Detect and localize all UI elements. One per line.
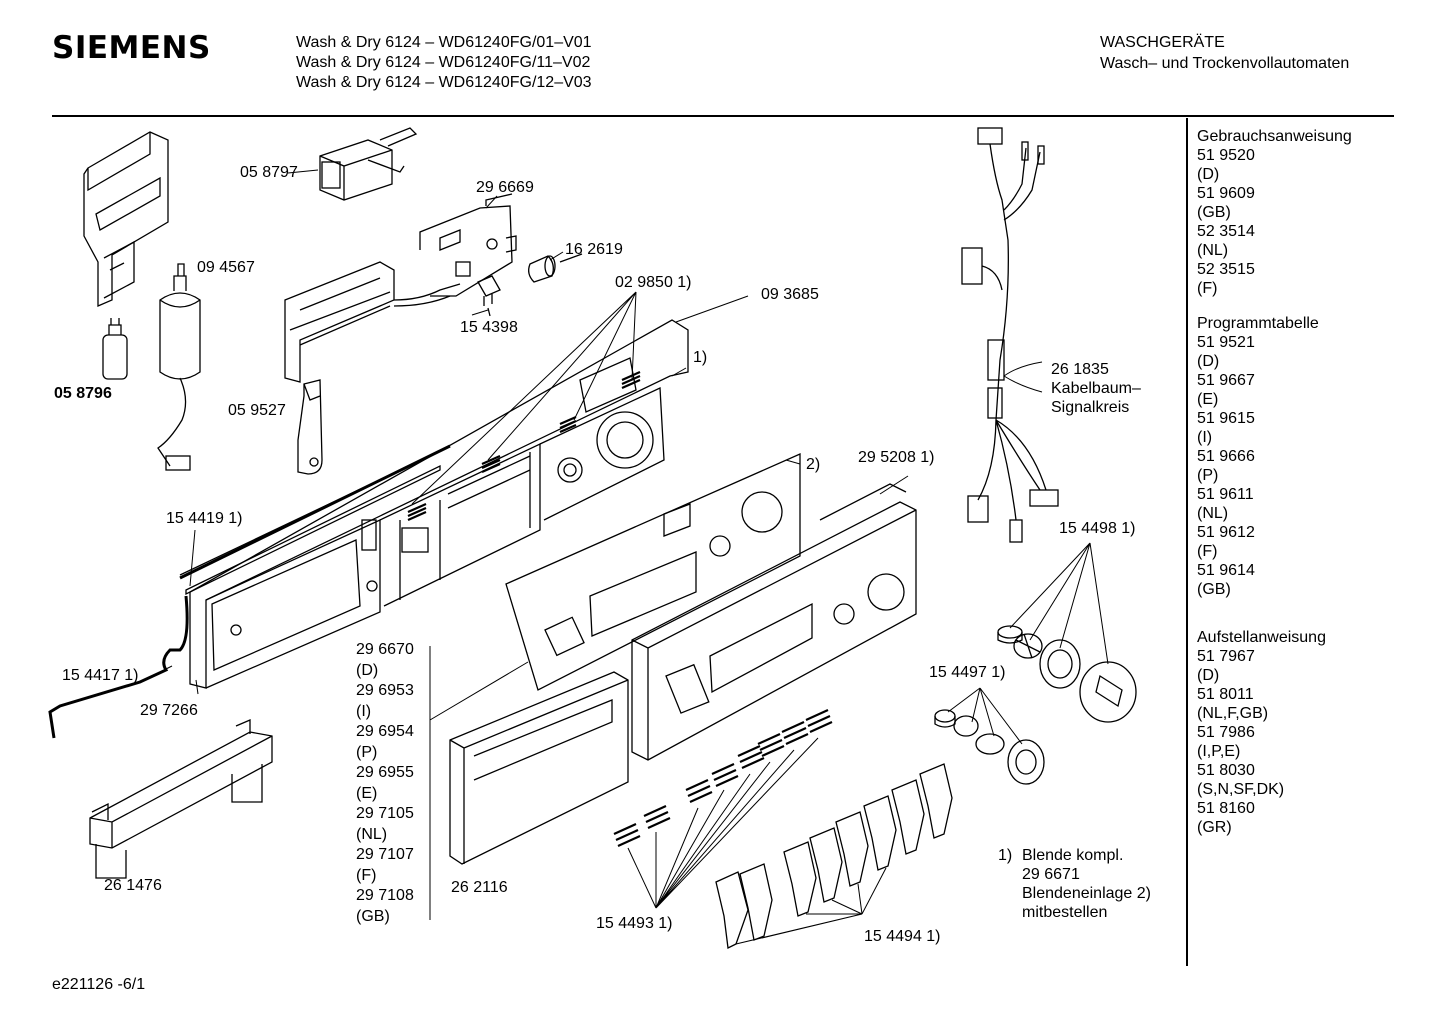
part-label-154398: 15 4398 bbox=[460, 319, 518, 336]
overlay-part bbox=[505, 453, 801, 691]
part-label-154497: 15 4497 1) bbox=[929, 664, 1006, 681]
base-bracket-part bbox=[89, 719, 273, 879]
leader-lines bbox=[151, 169, 1109, 945]
sidebar-divider bbox=[1186, 118, 1188, 966]
part-label-058797: 05 8797 bbox=[240, 164, 298, 181]
part-label-footnote-1: 1) bbox=[693, 349, 708, 366]
sidebar-aufstellanweisung: Aufstellanweisung 51 7967 (D) 51 8011 (N… bbox=[1197, 629, 1326, 836]
capacitor-small bbox=[102, 318, 128, 380]
knob-set-large bbox=[997, 625, 1137, 723]
part-label-295208: 29 5208 1) bbox=[858, 449, 935, 466]
lever-part bbox=[297, 379, 323, 475]
category-title: WASCHGERÄTE bbox=[1100, 34, 1225, 51]
footnote-marker: 1) bbox=[998, 847, 1013, 864]
flap-part bbox=[449, 671, 629, 865]
sidebar-gebrauchsanweisung: Gebrauchsanweisung 51 9520 (D) 51 9609 (… bbox=[1197, 128, 1352, 297]
part-label-154419: 15 4419 1) bbox=[166, 510, 243, 527]
gasket-strip bbox=[179, 444, 451, 580]
part-label-154417: 15 4417 1) bbox=[62, 667, 139, 684]
part-label-059527: 05 9527 bbox=[228, 402, 286, 419]
sidebar-programmtabelle: Programmtabelle 51 9521 (D) 51 9667 (E) … bbox=[1197, 315, 1319, 598]
document-id: e221126 -6/1 bbox=[52, 976, 146, 993]
spring-set bbox=[613, 708, 833, 848]
part-label-094567: 09 4567 bbox=[197, 259, 255, 276]
part-label-261476: 26 1476 bbox=[104, 877, 162, 894]
model-line-1: Wash & Dry 6124 – WD61240FG/01–V01 bbox=[296, 34, 592, 51]
part-label-093685: 09 3685 bbox=[761, 286, 819, 303]
model-line-2: Wash & Dry 6124 – WD61240FG/11–V02 bbox=[296, 54, 591, 71]
model-line-3: Wash & Dry 6124 – WD61240FG/12–V03 bbox=[296, 74, 592, 91]
switch-part bbox=[319, 127, 418, 201]
bracket-part bbox=[83, 131, 169, 307]
connector-part bbox=[477, 275, 501, 317]
blende-variant-list: 29 6670 (D) 29 6953 (I) 29 6954 (P) 29 6… bbox=[356, 641, 414, 925]
footnote-text: Blende kompl. 29 6671 Blendeneinlage 2) … bbox=[1022, 847, 1151, 921]
knob-set-small bbox=[934, 709, 1045, 785]
part-label-029850: 02 9850 1) bbox=[615, 274, 692, 291]
part-label-154494: 15 4494 1) bbox=[864, 928, 941, 945]
part-label-162619: 16 2619 bbox=[565, 241, 623, 258]
button-set bbox=[715, 763, 953, 949]
panel-springs bbox=[407, 370, 641, 522]
led-board-part bbox=[284, 261, 461, 383]
part-label-296669: 29 6669 bbox=[476, 179, 534, 196]
part-label-154498: 15 4498 1) bbox=[1059, 520, 1136, 537]
part-label-262116: 26 2116 bbox=[451, 879, 508, 896]
part-label-058796: 05 8796 bbox=[54, 385, 112, 402]
part-label-154493: 15 4493 1) bbox=[596, 915, 673, 932]
part-label-261835: 26 1835 Kabelbaum– Signalkreis bbox=[1051, 361, 1141, 416]
category-subtitle: Wasch– und Trockenvollautomaten bbox=[1100, 55, 1350, 72]
control-panel-part bbox=[179, 319, 689, 689]
header-divider bbox=[52, 115, 1394, 117]
part-label-297266: 29 7266 bbox=[140, 702, 198, 719]
cable-harness-part bbox=[961, 127, 1059, 543]
panel-insert-part bbox=[631, 483, 917, 761]
brand-logo: SIEMENS bbox=[52, 30, 211, 66]
wire-part bbox=[48, 595, 189, 739]
capacitor-large bbox=[157, 263, 201, 471]
part-label-footnote-2: 2) bbox=[806, 456, 821, 473]
pcb-part bbox=[419, 193, 517, 297]
